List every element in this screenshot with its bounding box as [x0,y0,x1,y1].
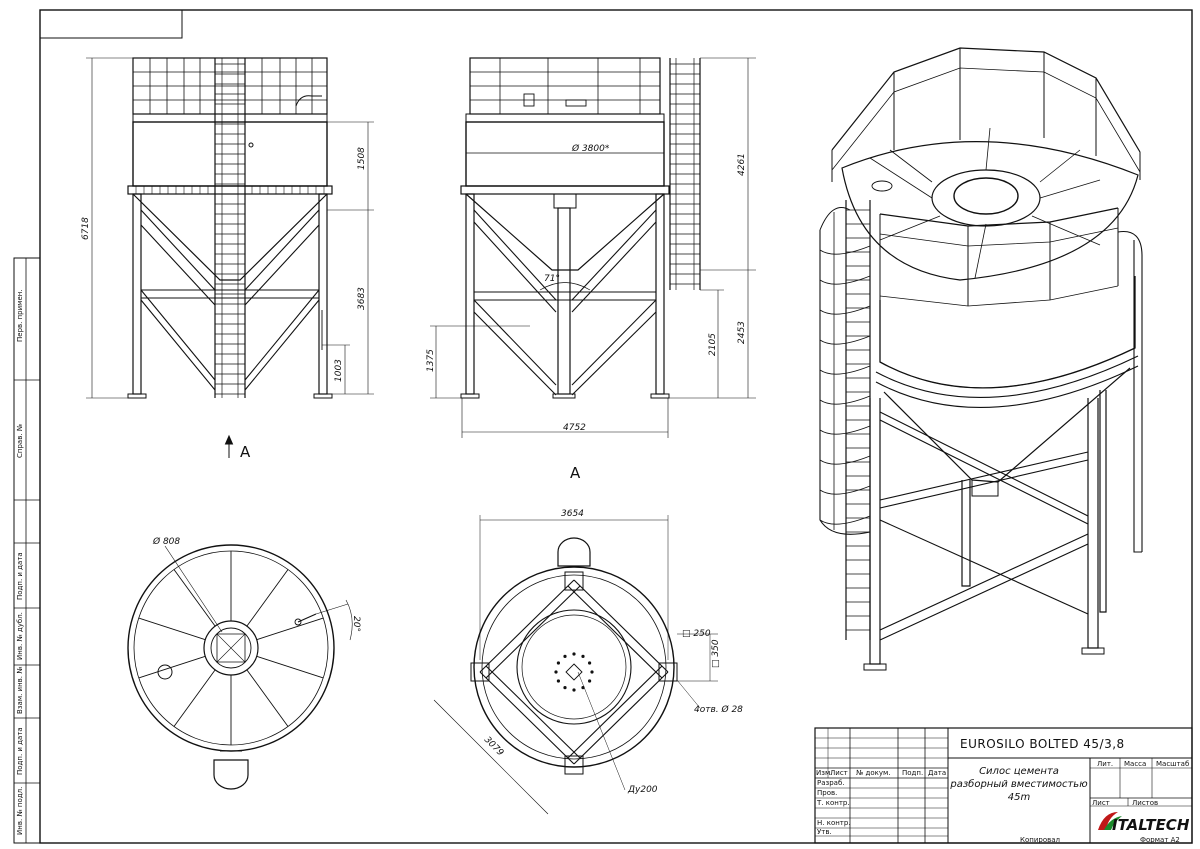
side-stamp-labels: Перв. примен. Справ. № Подп. и дата Инв.… [16,289,24,835]
roof-spoke [256,617,324,641]
front-view [127,57,333,399]
drawing-frame [13,9,1193,844]
dim-side-2105: 2105 [708,333,718,356]
tb-designation: EUROSILO BOLTED 45/3,8 [960,737,1125,751]
tb-format: Формат A2 [1140,836,1180,844]
dim-side-width: 4752 [563,423,586,433]
tb-name-1: Силос цемента [979,766,1059,777]
roof-spoke [246,569,289,627]
tb-col-doc: № докум. [856,769,891,777]
view-a-label: A [570,464,581,482]
dim-plan-hatch: Ø 808 [152,536,180,547]
logo-text: ITALTECH [1112,816,1190,834]
tb-copied: Копировал [1020,836,1060,844]
dim-base-width: 3654 [561,509,584,519]
roof-spoke [246,669,289,727]
tb-row-prov: Пров. [817,789,837,797]
tb-name-3: 45m [1008,792,1031,803]
roof-spoke [173,669,216,727]
roof-spoke [138,617,206,641]
dim-side-4261: 4261 [737,153,747,176]
dim-base-pad-h: □ 350 [711,639,721,668]
dim-side-2453: 2453 [737,321,747,344]
side-stamp-4: Инв. № дубл. [16,612,24,660]
tb-sheets: Листов [1132,799,1158,807]
front-view-dimensions [86,57,374,399]
side-stamp-5: Взам. инв. № [16,666,24,714]
side-stamp-7: Инв. № подл. [16,787,24,835]
side-view [460,57,701,399]
tb-row-razrab: Разраб. [817,779,845,787]
dim-base-holes: 4отв. Ø 28 [694,704,743,715]
tb-sheet: Лист [1092,799,1110,807]
bolt-dot [590,670,594,674]
bolt-dot [572,652,576,656]
bolt-dot [563,685,567,690]
base-view [433,515,718,815]
isometric-view [819,47,1143,671]
dim-front-total: 6718 [81,217,91,240]
side-stamp-3: Подп. и дата [16,552,24,600]
tb-col-date: Дата [928,769,946,777]
bolt-dot [556,679,561,683]
arrow-a-icon [224,434,234,458]
title-block-text: EUROSILO BOLTED 45/3,8 Силос цемента раз… [816,737,1189,844]
dim-front-lower: 3683 [357,287,367,310]
roof-spoke [138,655,206,679]
tb-row-nkontr: Н. контр. [817,819,851,827]
dim-side-1375: 1375 [426,349,436,372]
tb-row-tkontr: Т. контр. [816,799,850,807]
tb-col-sign: Подп. [902,769,923,777]
bolt-dot [587,679,592,683]
dim-plan-angle: 20° [351,616,361,632]
title-block [814,727,1193,844]
dim-front-upper: 1508 [357,147,367,170]
dim-base-pad: □ 250 [682,629,711,639]
dim-side-diameter: Ø 3800* [571,143,610,154]
tb-lit: Лит. [1097,760,1113,768]
bolt-dot [563,654,567,659]
roof-spoke [256,655,324,679]
dim-base-outlet: Ду200 [627,785,658,795]
side-stamp-2: Справ. № [16,424,24,458]
side-stamp-6: Подп. и дата [16,727,24,775]
tb-scale: Масштаб [1156,760,1189,768]
dim-base-diag: 3079 [482,735,505,758]
tb-row-utv: Утв. [817,828,832,836]
dim-side-angle: 71° [544,274,560,284]
bolt-dot [572,688,576,692]
side-stamp-1: Перв. примен. [16,289,24,342]
side-view-dimensions [430,57,756,438]
tb-name-2: разборный вместимостью [949,778,1087,790]
dim-front-bottom: 1003 [334,359,344,382]
bolt-dot [581,654,585,659]
tb-mass: Масса [1124,760,1146,768]
bolt-dot [587,661,592,665]
arrow-a-label: A [240,443,251,461]
plan-view [127,544,353,790]
italtech-logo: ITALTECH [1098,812,1190,834]
bolt-dot [554,670,558,674]
tb-col-list: Лист [830,769,848,777]
tb-col-izm: Изм. [816,769,832,777]
bolt-dot [556,661,561,665]
roof-spoke [173,569,216,627]
